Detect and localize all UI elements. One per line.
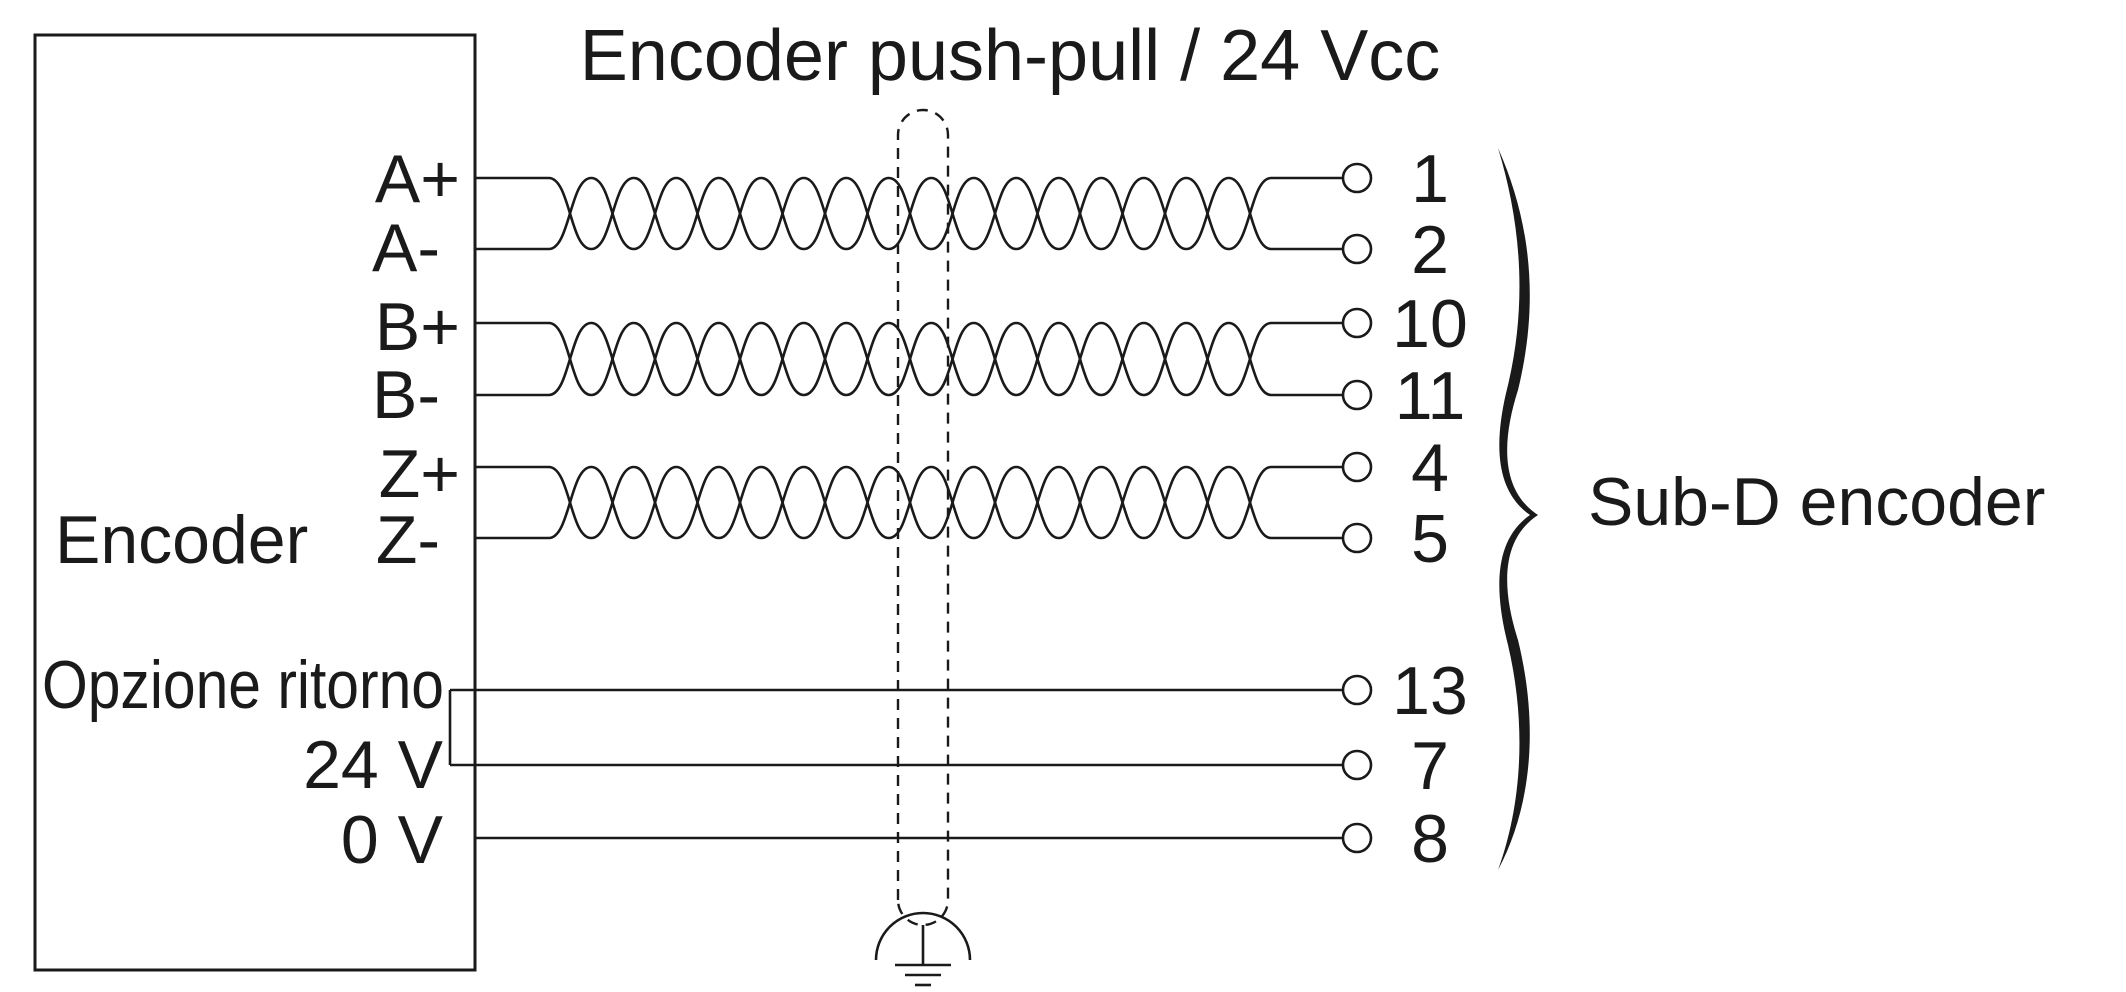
return-option-label: Opzione ritorno — [42, 647, 444, 723]
signal-label-b-minus: B- — [372, 357, 440, 433]
pin-number-7: 7 — [1411, 728, 1449, 804]
terminal-pin-11 — [1341, 379, 1373, 411]
cable-shield — [896, 108, 950, 927]
signal-label-z-plus: Z+ — [379, 436, 460, 512]
terminal-pin-2 — [1341, 233, 1373, 265]
terminal-pin-10 — [1341, 307, 1373, 339]
pin-number-10: 10 — [1392, 286, 1468, 362]
pin-number-13: 13 — [1392, 653, 1468, 729]
connector-label: Sub-D encoder — [1588, 464, 2045, 540]
signal-label-a-plus: A+ — [375, 141, 460, 217]
signal-label-b-plus: B+ — [375, 289, 460, 365]
terminal-pin-8 — [1341, 822, 1373, 854]
terminal-pin-4 — [1341, 451, 1373, 483]
connector-brace — [1498, 148, 1538, 870]
ground-icon — [874, 911, 972, 987]
terminal-pin-7 — [1341, 749, 1373, 781]
pin-number-5: 5 — [1411, 501, 1449, 577]
power-label-24v: 24 V — [303, 727, 444, 803]
terminals — [1341, 162, 1373, 854]
pin-number-8: 8 — [1411, 801, 1449, 877]
encoder-label: Encoder — [55, 502, 308, 578]
terminal-pin-13 — [1341, 674, 1373, 706]
pin-number-2: 2 — [1411, 212, 1449, 288]
pin-number-1: 1 — [1411, 141, 1449, 217]
signal-label-a-minus: A- — [372, 210, 440, 286]
twisted-pairs — [475, 176, 1342, 540]
pair-a-wire-minus — [475, 176, 1342, 251]
pair-b-wire-minus — [475, 321, 1342, 397]
diagram-title: Encoder push-pull / 24 Vcc — [580, 16, 1440, 96]
terminal-pin-1 — [1341, 162, 1373, 194]
pair-z-wire-minus — [475, 465, 1342, 540]
encoder-device-box — [33, 33, 477, 972]
pin-number-11: 11 — [1395, 358, 1466, 434]
power-label-0v: 0 V — [341, 802, 444, 878]
terminal-pin-5 — [1341, 522, 1373, 554]
signal-label-z-minus: Z- — [376, 502, 440, 578]
pin-number-4: 4 — [1411, 430, 1449, 506]
